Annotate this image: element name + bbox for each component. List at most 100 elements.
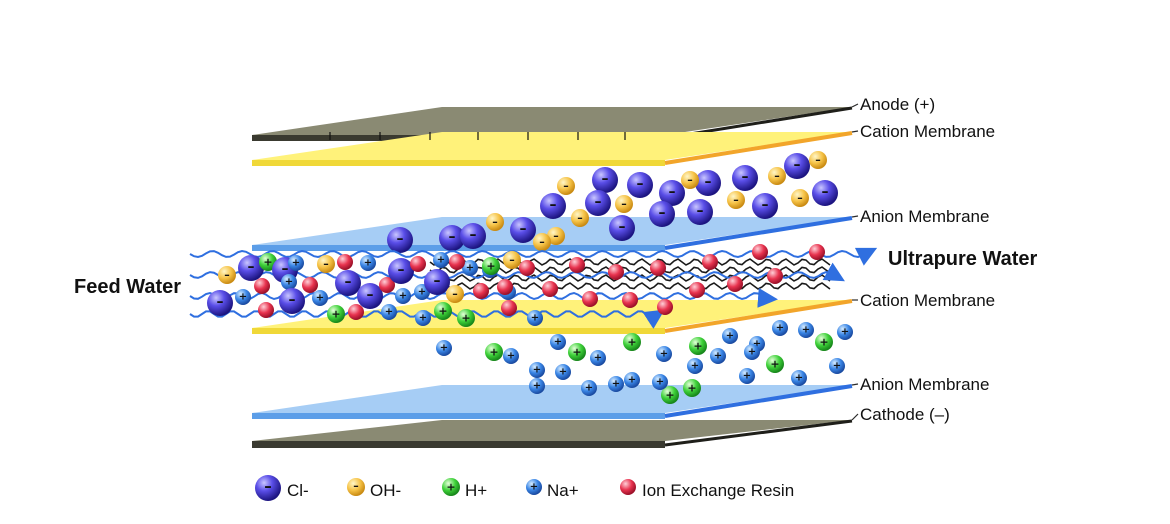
cation-membrane-bottom-label: Cation Membrane bbox=[860, 291, 995, 310]
sodium-ion: + bbox=[503, 348, 519, 364]
cation-membrane-bottom-line bbox=[664, 299, 853, 333]
sodium-ion-sign: + bbox=[530, 482, 538, 493]
svg-text:+: + bbox=[628, 375, 636, 386]
ion-cloud-foreground: –+––+–++–+––+––+++–+–++–+++++++ bbox=[207, 244, 825, 327]
svg-text:+: + bbox=[419, 313, 427, 324]
svg-text:+: + bbox=[753, 339, 761, 350]
chloride-ion: – bbox=[752, 193, 778, 219]
resin-bead bbox=[379, 277, 395, 293]
chloride-ion: – bbox=[424, 269, 450, 295]
resin-bead bbox=[622, 292, 638, 308]
svg-text:–: – bbox=[520, 221, 527, 237]
svg-text:+: + bbox=[693, 340, 702, 353]
chloride-ion: – bbox=[585, 190, 611, 216]
anion-membrane-bottom-line bbox=[664, 384, 853, 418]
svg-text:–: – bbox=[553, 230, 559, 243]
svg-text:+: + bbox=[572, 346, 581, 359]
sodium-ion: + bbox=[381, 304, 397, 320]
chloride-ion: – bbox=[387, 227, 413, 253]
sodium-ion: + bbox=[791, 370, 807, 386]
sodium-ion: + bbox=[829, 358, 845, 374]
sodium-ion: + bbox=[581, 380, 597, 396]
svg-text:+: + bbox=[770, 358, 779, 371]
svg-text:–: – bbox=[621, 198, 627, 211]
hydroxide-ion: – bbox=[547, 227, 565, 245]
chloride-ion: – bbox=[687, 199, 713, 225]
svg-text:–: – bbox=[492, 216, 498, 229]
hydroxide-ion: – bbox=[317, 255, 335, 273]
svg-text:+: + bbox=[656, 377, 664, 388]
sodium-ion: + bbox=[281, 274, 297, 290]
svg-text:+: + bbox=[714, 351, 722, 362]
resin-bead bbox=[410, 256, 426, 272]
svg-text:–: – bbox=[762, 197, 769, 213]
chloride-ion: – bbox=[627, 172, 653, 198]
legend-item-resin: Ion Exchange Resin bbox=[620, 479, 794, 500]
svg-text:+: + bbox=[437, 255, 445, 266]
svg-text:–: – bbox=[602, 171, 609, 187]
hydrogen-ion: + bbox=[434, 302, 452, 320]
sodium-ion: + bbox=[235, 289, 251, 305]
legend-item-na: + Na+ bbox=[526, 479, 579, 500]
hydroxide-ion: – bbox=[533, 233, 551, 251]
chloride-ion: – bbox=[609, 215, 635, 241]
svg-text:–: – bbox=[669, 184, 676, 200]
svg-text:+: + bbox=[292, 258, 300, 269]
resin-bead bbox=[497, 279, 513, 295]
svg-text:–: – bbox=[470, 227, 477, 243]
resin-bead bbox=[337, 254, 353, 270]
cathode-edge-line bbox=[664, 419, 853, 447]
chloride-ion: – bbox=[460, 223, 486, 249]
hydroxide-ion: – bbox=[768, 167, 786, 185]
sodium-ion: + bbox=[555, 364, 571, 380]
sodium-ion: + bbox=[527, 310, 543, 326]
hydroxide-ion: – bbox=[809, 151, 827, 169]
svg-text:–: – bbox=[563, 180, 569, 193]
cathode-label: Cathode (–) bbox=[860, 405, 950, 424]
cation-membrane-top-line bbox=[664, 131, 853, 165]
svg-text:–: – bbox=[705, 174, 712, 190]
hydrogen-ion-sign: + bbox=[446, 481, 455, 494]
ion-exchange-resin-icon bbox=[620, 479, 636, 495]
sodium-ion: + bbox=[395, 288, 411, 304]
hydrogen-ion: + bbox=[482, 257, 500, 275]
anode-plate bbox=[252, 107, 852, 135]
chloride-ion: – bbox=[592, 167, 618, 193]
hydroxide-ion: – bbox=[557, 177, 575, 195]
svg-text:–: – bbox=[452, 288, 458, 301]
anode-label: Anode (+) bbox=[860, 95, 935, 114]
svg-text:+: + bbox=[726, 331, 734, 342]
resin-bead bbox=[809, 244, 825, 260]
resin-bead bbox=[702, 254, 718, 270]
svg-text:+: + bbox=[533, 381, 541, 392]
svg-text:+: + bbox=[399, 291, 407, 302]
svg-text:–: – bbox=[659, 205, 666, 221]
sodium-ion: + bbox=[798, 322, 814, 338]
svg-text:+: + bbox=[466, 263, 474, 274]
chloride-ion: – bbox=[388, 258, 414, 284]
svg-text:–: – bbox=[323, 258, 329, 271]
resin-bead bbox=[727, 276, 743, 292]
svg-text:–: – bbox=[345, 274, 352, 290]
svg-text:–: – bbox=[822, 184, 829, 200]
chloride-ion: – bbox=[439, 225, 465, 251]
hydroxide-ion: – bbox=[446, 285, 464, 303]
chloride-ion: – bbox=[510, 217, 536, 243]
svg-text:+: + bbox=[559, 367, 567, 378]
label-leaders bbox=[851, 103, 859, 421]
svg-text:+: + bbox=[819, 336, 828, 349]
svg-text:–: – bbox=[697, 203, 704, 219]
svg-text:+: + bbox=[841, 327, 849, 338]
svg-text:+: + bbox=[833, 361, 841, 372]
legend-item-h: + H+ bbox=[442, 478, 487, 500]
svg-text:+: + bbox=[331, 308, 340, 321]
svg-text:–: – bbox=[224, 269, 230, 282]
svg-text:–: – bbox=[509, 254, 515, 267]
sodium-ion: + bbox=[656, 346, 672, 362]
chloride-ion-icon bbox=[255, 475, 281, 501]
hydrogen-ion: + bbox=[623, 333, 641, 351]
hydroxide-ion-icon bbox=[347, 478, 365, 496]
legend-label-oh: OH- bbox=[370, 481, 401, 500]
